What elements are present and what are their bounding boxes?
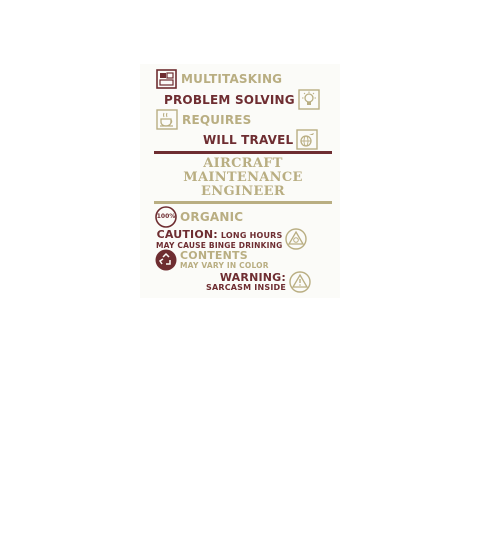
badge-100-text: 100%: [156, 213, 176, 220]
globe-plane-icon: [296, 129, 319, 150]
requires-text: REQUIRES: [182, 112, 252, 127]
organic-row: 100% ORGANIC: [155, 206, 243, 228]
caution-text: CAUTION:: [156, 227, 218, 241]
will-travel-text: WILL TRAVEL: [203, 132, 294, 147]
badge-100-icon: 100%: [155, 206, 177, 228]
requires-row: REQUIRES: [156, 109, 252, 130]
contents-text: CONTENTS: [180, 249, 248, 263]
contents-row: CONTENTS MAY VARY IN COLOR: [155, 249, 269, 271]
window-grid-icon: [156, 69, 177, 89]
title-line-3: ENGINEER: [201, 184, 285, 199]
bottom-rule: [154, 201, 332, 204]
recycle-icon: [155, 249, 177, 271]
hazard-triangle-icon: [285, 228, 308, 250]
warning-triangle-icon: [289, 271, 311, 293]
coffee-cup-icon: [156, 109, 178, 130]
vary-text: MAY VARY IN COLOR: [180, 261, 269, 271]
lightbulb-icon: [298, 89, 320, 110]
label-card: MULTITASKING PROBLEM SOLVING: [140, 64, 340, 298]
title-line-1: AIRCRAFT: [203, 156, 283, 171]
problem-solving-text: PROBLEM SOLVING: [164, 92, 295, 107]
multitasking-text: MULTITASKING: [181, 72, 283, 86]
caution-row: CAUTION: LONG HOURS MAY CAUSE BINGE DRIN…: [156, 227, 308, 250]
organic-text: ORGANIC: [180, 210, 244, 224]
long-hours-text: LONG HOURS: [220, 230, 283, 240]
multitasking-row: MULTITASKING: [156, 69, 282, 89]
top-rule: [154, 151, 332, 154]
warning-row: WARNING: SARCASM INSIDE: [206, 271, 311, 293]
warning-text: WARNING:: [219, 271, 286, 284]
sarcasm-text: SARCASM INSIDE: [206, 283, 286, 292]
problem-solving-row: PROBLEM SOLVING: [164, 89, 320, 110]
binge-text: MAY CAUSE BINGE DRINKING: [156, 240, 283, 250]
will-travel-row: WILL TRAVEL: [203, 129, 319, 150]
title-line-2: MAINTENANCE: [183, 170, 303, 185]
